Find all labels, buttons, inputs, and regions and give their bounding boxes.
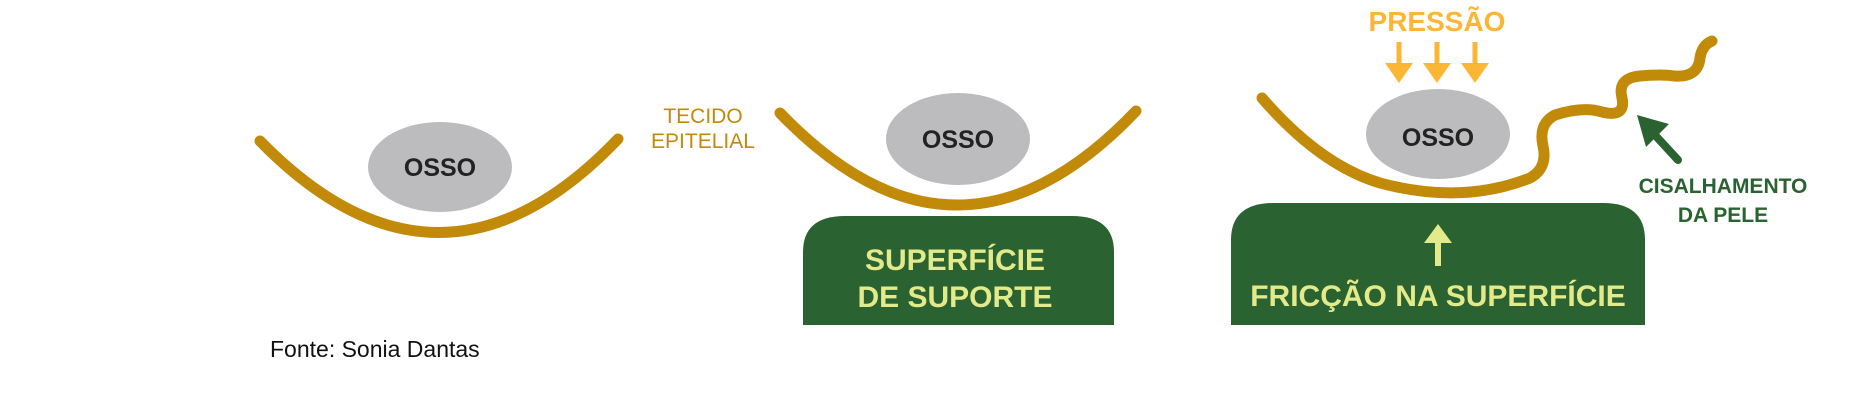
bone-label: OSSO [1402, 124, 1474, 152]
bone-shape [1366, 89, 1510, 179]
arrow-down-icon [1385, 42, 1413, 83]
shear-arrow-icon [1637, 115, 1682, 164]
panel-bone-only: OSSO [254, 122, 624, 238]
bone-shape [886, 93, 1030, 185]
arrow-up-icon [1424, 224, 1452, 266]
pressure-label: PRESSÃO [1369, 6, 1506, 37]
shear-label-line-1: CISALHAMENTO [1639, 175, 1808, 198]
friction-surface-label: FRICÇÃO NA SUPERFÍCIE [1250, 279, 1626, 313]
bone-shape [368, 122, 512, 212]
tissue-label-line-2: EPITELIAL [651, 130, 755, 153]
bone-label: OSSO [404, 154, 476, 182]
panel-support-surface: SUPERFÍCIE DE SUPORTE OSSO [774, 93, 1142, 325]
arrow-down-icon [1461, 42, 1489, 83]
arrow-down-icon [1423, 42, 1451, 83]
support-surface-label-line-1: SUPERFÍCIE [865, 243, 1045, 277]
panel-friction-shear: PRESSÃO FRICÇÃO NA SUPERFÍCIE OSSO [1231, 6, 1807, 325]
source-caption: Fonte: Sonia Dantas [270, 336, 480, 362]
pressure-arrows [1385, 42, 1489, 83]
tissue-curve-sheared [1256, 35, 1718, 199]
tissue-label: TECIDO EPITELIAL [651, 105, 755, 153]
support-surface [803, 216, 1114, 325]
tissue-curve [774, 105, 1142, 211]
support-surface-label-line-2: DE SUPORTE [857, 281, 1052, 314]
shear-label-line-2: DA PELE [1678, 204, 1768, 227]
tissue-label-line-1: TECIDO [663, 105, 742, 128]
tissue-curve [254, 133, 624, 238]
bone-label: OSSO [922, 126, 994, 154]
